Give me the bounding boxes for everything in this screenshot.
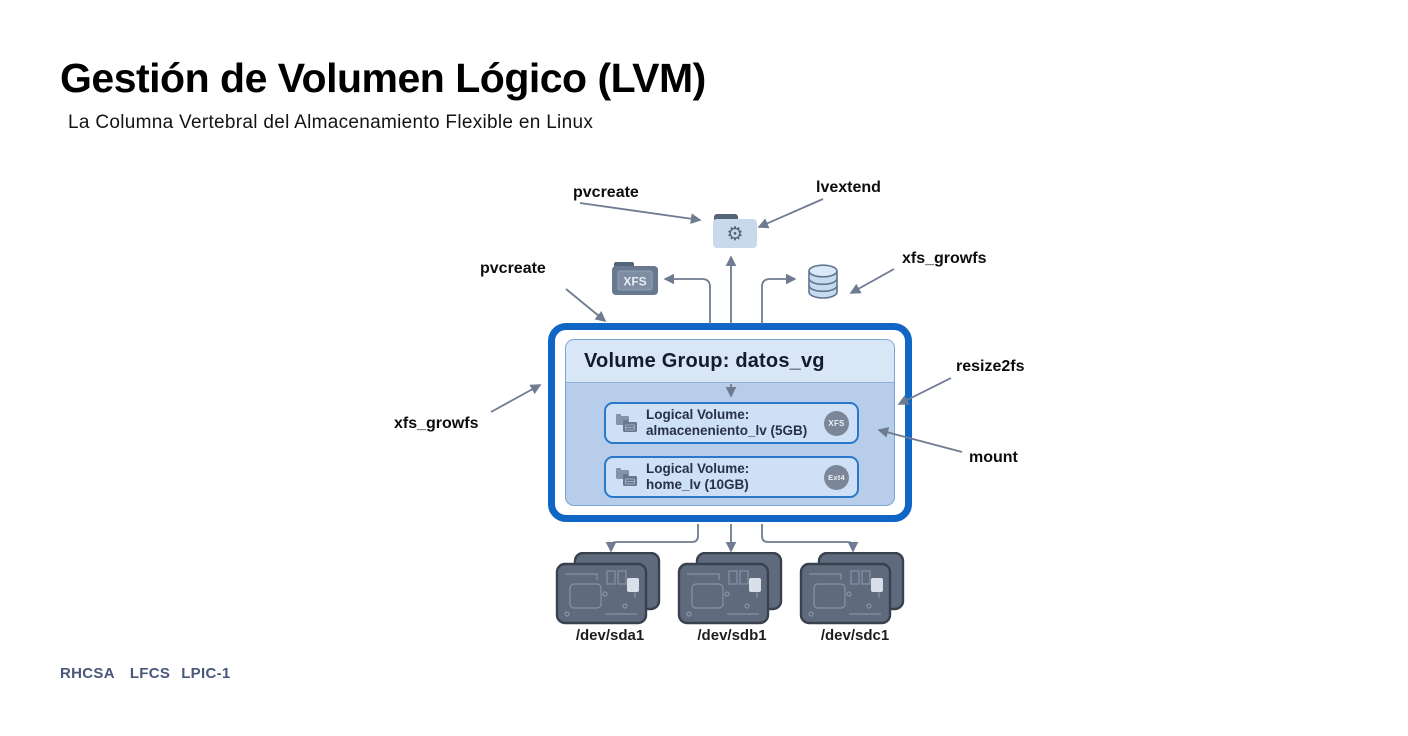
label-pvcreate-top: pvcreate (573, 184, 639, 201)
cert-rhcsa: RHCSA (60, 665, 115, 682)
disk-icon-sda1 (555, 551, 661, 630)
disk-icon-sdc1 (799, 551, 905, 630)
arrow-vg-to-xfs-folder (663, 273, 711, 324)
label-mount: mount (969, 449, 1018, 466)
lv1-name: almaceneniento_lv (5GB) (646, 423, 808, 438)
label-xfs-growfs-right: xfs_growfs (902, 250, 987, 267)
lv2-name: home_lv (10GB) (646, 477, 749, 492)
arrow-lvextend-to-gear-folder (757, 198, 824, 229)
fs-badge-xfs: XFS (824, 410, 849, 436)
folders-icon (616, 414, 637, 432)
arrow-vg-to-sdc1 (761, 524, 859, 553)
arrow-vg-to-sda1 (605, 524, 699, 553)
volume-group-box: Volume Group: datos_vg Logical Volume: a… (548, 323, 912, 522)
svg-text:⚙: ⚙ (726, 223, 743, 245)
gear-folder-icon: ⚙ (711, 211, 759, 256)
volume-group-panel: Volume Group: datos_vg Logical Volume: a… (565, 339, 895, 506)
label-xfs-growfs-left: xfs_growfs (394, 415, 479, 432)
lv1-label: Logical Volume: (646, 407, 750, 422)
volume-group-title: Volume Group: datos_vg (566, 340, 894, 383)
folders-icon (616, 468, 637, 486)
database-icon (805, 262, 841, 307)
xfs-folder-label: XFS (623, 275, 646, 289)
logical-volume-card-2: Logical Volume: home_lv (10GB) Ext4 (604, 456, 859, 498)
disk-label-sda1: /dev/sda1 (575, 627, 645, 644)
disk-label-sdb1: /dev/sdb1 (697, 627, 767, 644)
arrow-pvcreate-left-to-vg (565, 288, 607, 323)
footer-certifications: RHCSA LFCS LPIC-1 (60, 665, 231, 682)
page-title: Gestión de Volumen Lógico (LVM) (60, 55, 706, 101)
arrow-vg-to-database (761, 273, 797, 324)
xfs-folder-icon: XFS (611, 260, 659, 303)
fs-badge-ext4: Ext4 (824, 464, 849, 490)
arrow-xfs-growfs-to-database (849, 268, 895, 294)
cert-lpic1: LPIC-1 (181, 665, 231, 682)
arrow-pvcreate-top-to-gear-folder (579, 202, 702, 225)
lv2-label: Logical Volume: (646, 461, 750, 476)
label-pvcreate-left: pvcreate (480, 260, 546, 277)
disk-icon-sdb1 (677, 551, 783, 630)
cert-lfcs: LFCS (129, 665, 171, 682)
page-subtitle: La Columna Vertebral del Almacenamiento … (68, 112, 594, 133)
label-resize2fs: resize2fs (956, 358, 1025, 375)
disk-label-sdc1: /dev/sdc1 (820, 627, 890, 644)
logical-volume-card-1: Logical Volume: almaceneniento_lv (5GB) … (604, 402, 859, 444)
label-lvextend: lvextend (816, 179, 881, 196)
arrow-xfs-growfs-left-to-vg (490, 384, 542, 413)
